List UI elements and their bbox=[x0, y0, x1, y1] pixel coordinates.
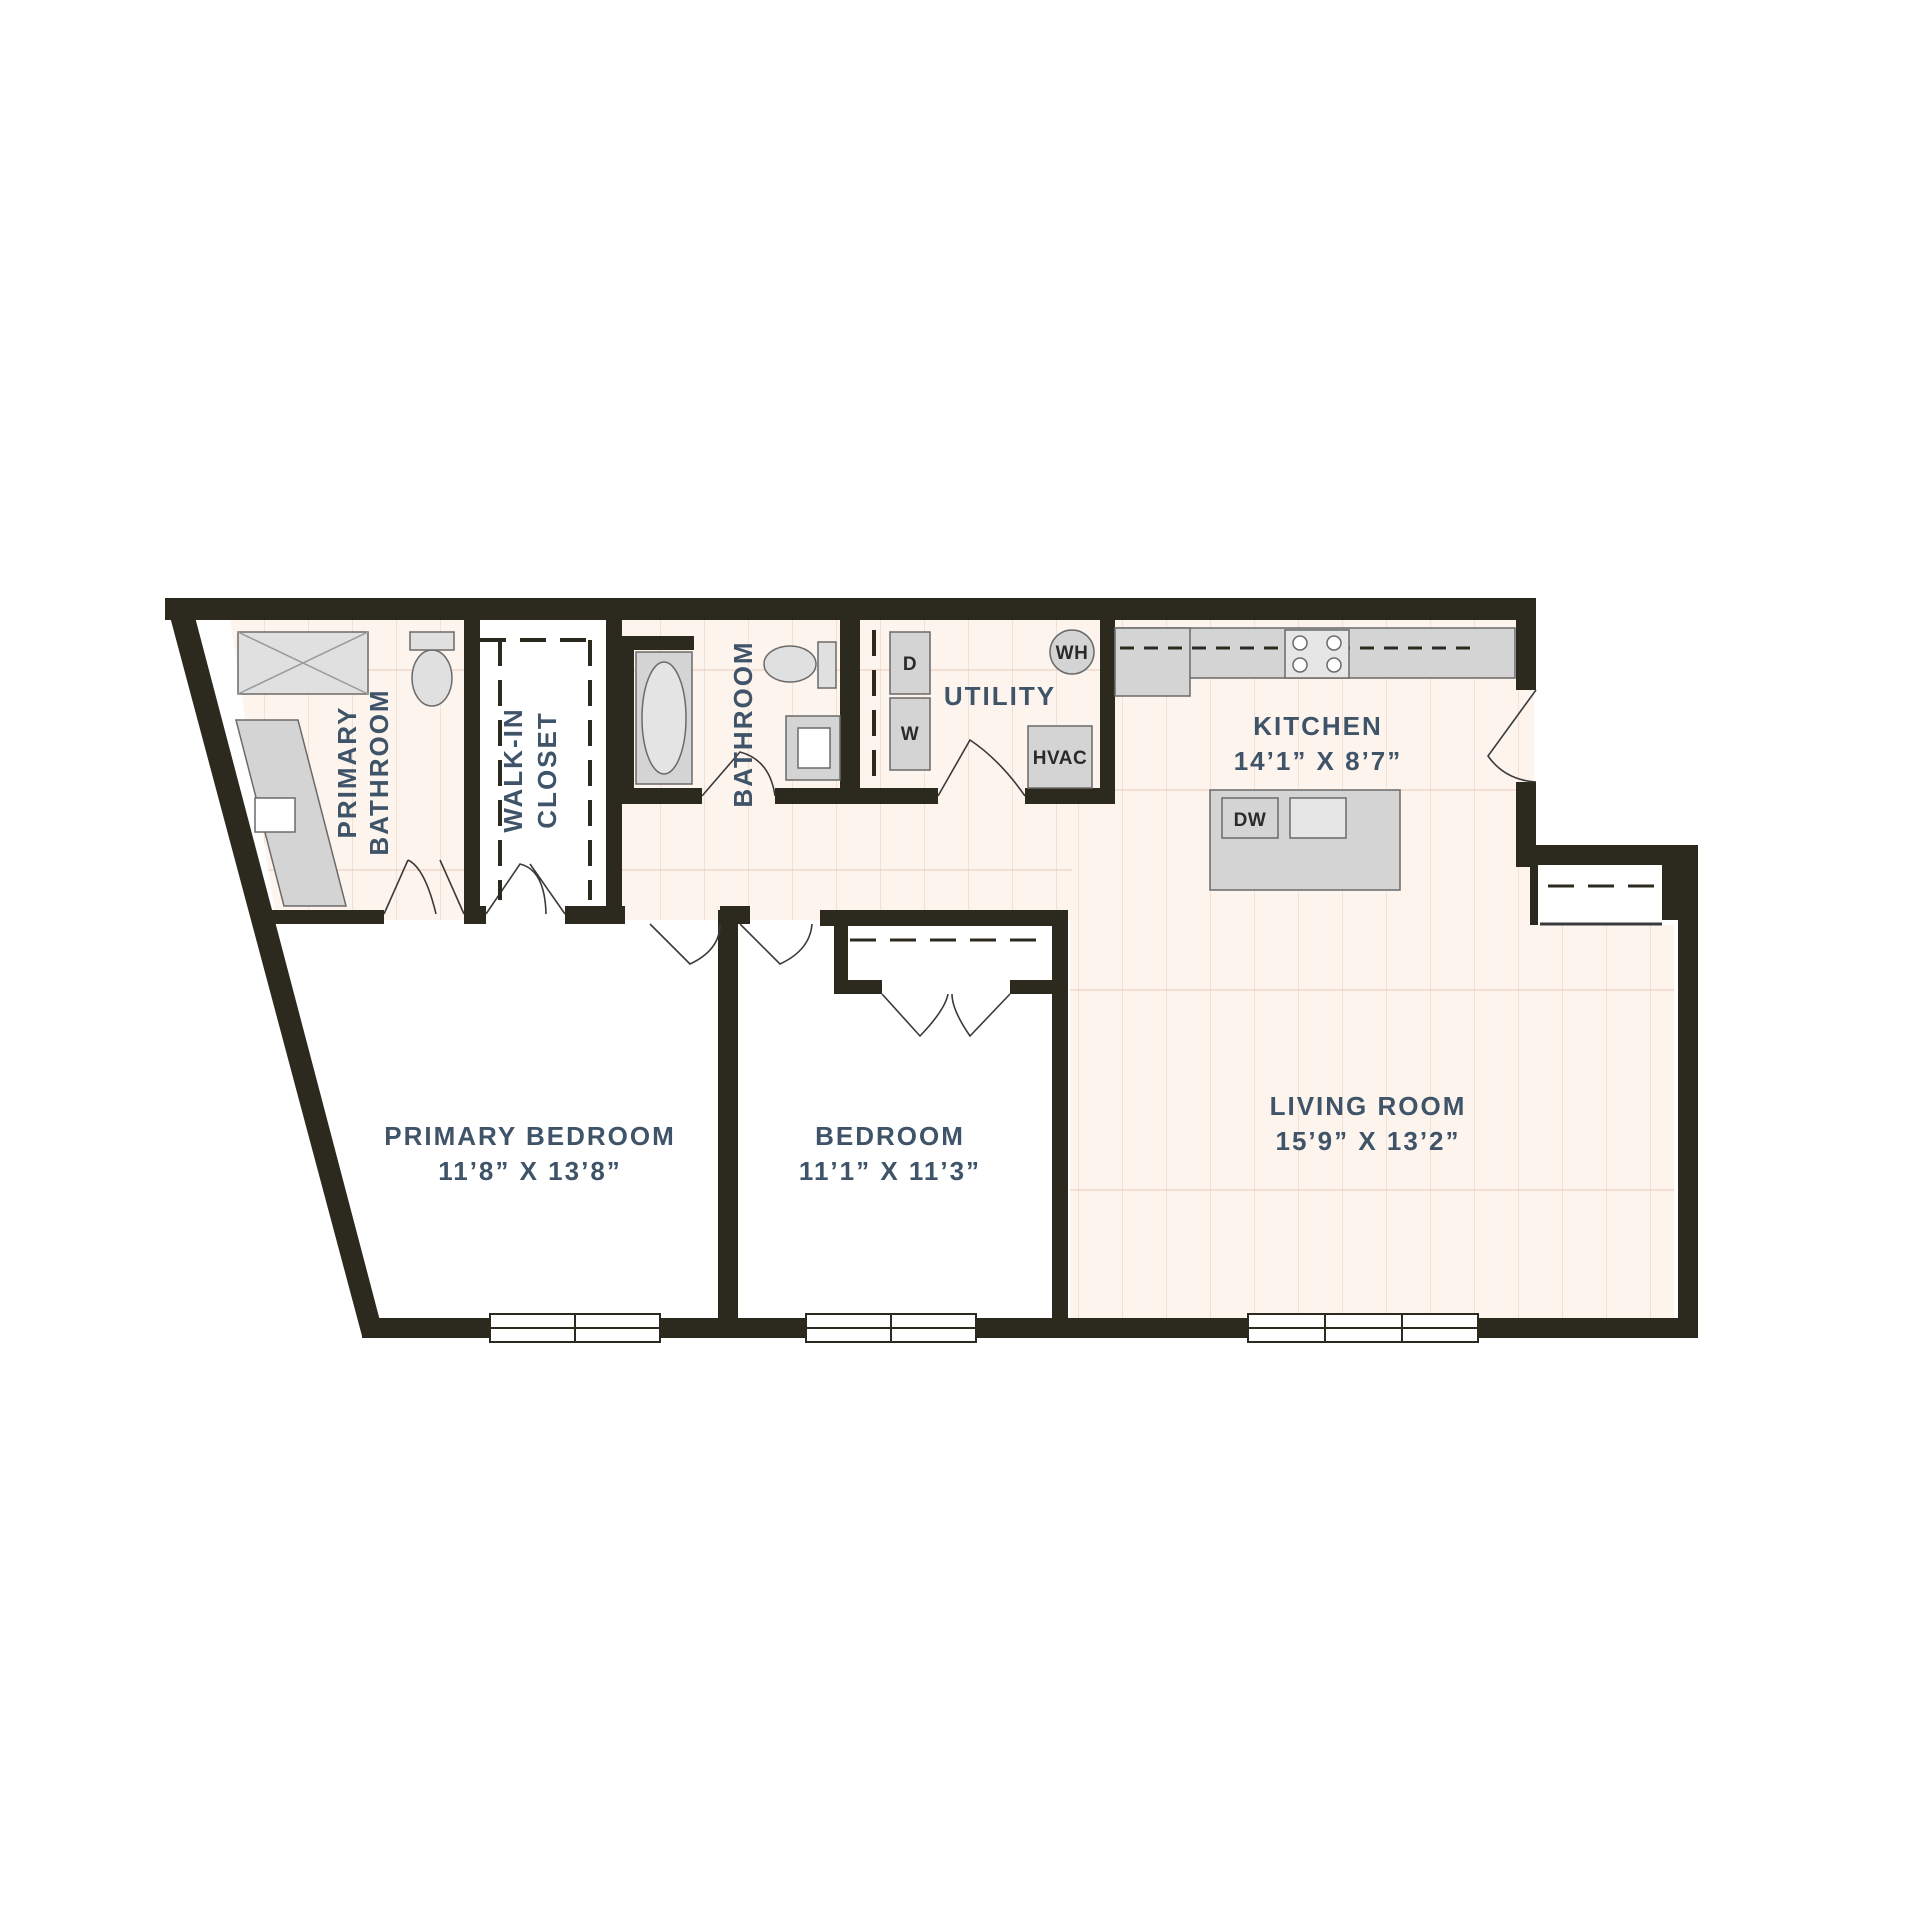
label-bathroom: BATHROOM bbox=[728, 640, 758, 807]
wall-bed-closet-bottom-l bbox=[834, 980, 882, 994]
wall-top bbox=[165, 598, 1535, 620]
wall-bath-right bbox=[840, 620, 854, 804]
bedroom-floor bbox=[740, 925, 1060, 1320]
label-bedroom: BEDROOM bbox=[815, 1121, 965, 1151]
label-living-room: LIVING ROOM bbox=[1270, 1091, 1467, 1121]
dryer bbox=[889, 631, 931, 695]
wall-bath-bottom-l bbox=[622, 788, 702, 804]
door-entry bbox=[1487, 689, 1537, 783]
door-closet bbox=[485, 863, 566, 915]
door-bathroom bbox=[701, 751, 776, 797]
door-utility bbox=[937, 738, 1026, 797]
primary-bedroom-floor bbox=[276, 920, 728, 1320]
label-primary-bedroom: PRIMARY BEDROOM bbox=[384, 1121, 675, 1151]
wall-pbath-bottom bbox=[268, 910, 384, 924]
wall-closet-left bbox=[464, 906, 486, 924]
wall-bed-top bbox=[820, 910, 1060, 926]
wall-left-slant bbox=[165, 598, 384, 1336]
toilet-primary bbox=[411, 649, 453, 707]
living-closet-side bbox=[1662, 865, 1678, 920]
label-walk-in-closet-1: WALK-IN bbox=[498, 707, 528, 832]
fixtures bbox=[235, 627, 1660, 942]
label-walk-in-closet-2: CLOSET bbox=[532, 711, 562, 828]
label-primary-bathroom-1: PRIMARY bbox=[332, 706, 362, 839]
wall-bed-closet-left bbox=[834, 910, 848, 992]
fixture-labels: D W WH HVAC DW bbox=[901, 643, 1267, 831]
wall-util-right bbox=[1100, 620, 1115, 804]
label-living-room-dims: 15’9” X 13’2” bbox=[1276, 1126, 1461, 1156]
wall-bath-top-stub bbox=[622, 636, 694, 650]
living-right-floor bbox=[1534, 925, 1674, 1330]
label-utility: UTILITY bbox=[944, 681, 1056, 711]
wall-pbed-top-stub bbox=[720, 906, 750, 924]
washer bbox=[889, 697, 931, 771]
wall-util-left bbox=[854, 620, 860, 804]
wall-closet-rightside bbox=[606, 620, 622, 924]
door-primary-bath bbox=[383, 859, 465, 915]
wall-pbath-right bbox=[464, 620, 480, 920]
label-washer: W bbox=[901, 724, 919, 745]
door-primary-bedroom bbox=[649, 923, 721, 965]
label-dishwasher: DW bbox=[1234, 810, 1267, 831]
label-dryer: D bbox=[903, 654, 917, 675]
label-primary-bedroom-dims: 11’8” X 13’8” bbox=[438, 1156, 622, 1186]
wall-bed-right bbox=[1052, 910, 1068, 1336]
door-bed-closet bbox=[881, 993, 1011, 1038]
label-primary-bathroom-2: BATHROOM bbox=[364, 688, 394, 855]
wall-pbed-right bbox=[718, 910, 738, 1336]
wall-right-jog bbox=[1516, 845, 1698, 865]
door-bedroom bbox=[739, 923, 813, 965]
label-hvac: HVAC bbox=[1033, 748, 1087, 769]
wall-bed-closet-bottom-r bbox=[1010, 980, 1058, 994]
windows bbox=[489, 1313, 1479, 1343]
water-heater bbox=[1049, 629, 1095, 675]
label-kitchen: KITCHEN bbox=[1253, 711, 1383, 741]
living-closet-wall bbox=[1530, 845, 1538, 925]
wall-right-upper bbox=[1516, 598, 1536, 690]
room-labels: PRIMARY BATHROOM WALK-IN CLOSET BATHROOM… bbox=[332, 640, 1467, 1186]
hvac-unit bbox=[1027, 725, 1093, 789]
doors[interactable] bbox=[383, 689, 1662, 1038]
walls bbox=[165, 598, 1698, 1338]
dishwasher bbox=[1221, 797, 1279, 839]
label-bedroom-dims: 11’1” X 11’3” bbox=[799, 1156, 981, 1186]
stove bbox=[1284, 629, 1350, 679]
wall-util-bottom-l bbox=[860, 788, 938, 804]
fridge bbox=[1114, 627, 1191, 697]
hall-floor bbox=[622, 800, 1072, 920]
label-water-heater: WH bbox=[1056, 643, 1089, 664]
floor-areas bbox=[230, 620, 1674, 1330]
wall-bath-left bbox=[622, 636, 634, 802]
wall-right-lower bbox=[1678, 845, 1698, 1338]
label-kitchen-dims: 14’1” X 8’7” bbox=[1234, 746, 1403, 776]
wall-util-bottom-r bbox=[1025, 788, 1115, 804]
wall-bath-bottom-r bbox=[775, 788, 840, 804]
island-sink bbox=[1289, 797, 1347, 839]
toilet-bath bbox=[763, 645, 817, 683]
